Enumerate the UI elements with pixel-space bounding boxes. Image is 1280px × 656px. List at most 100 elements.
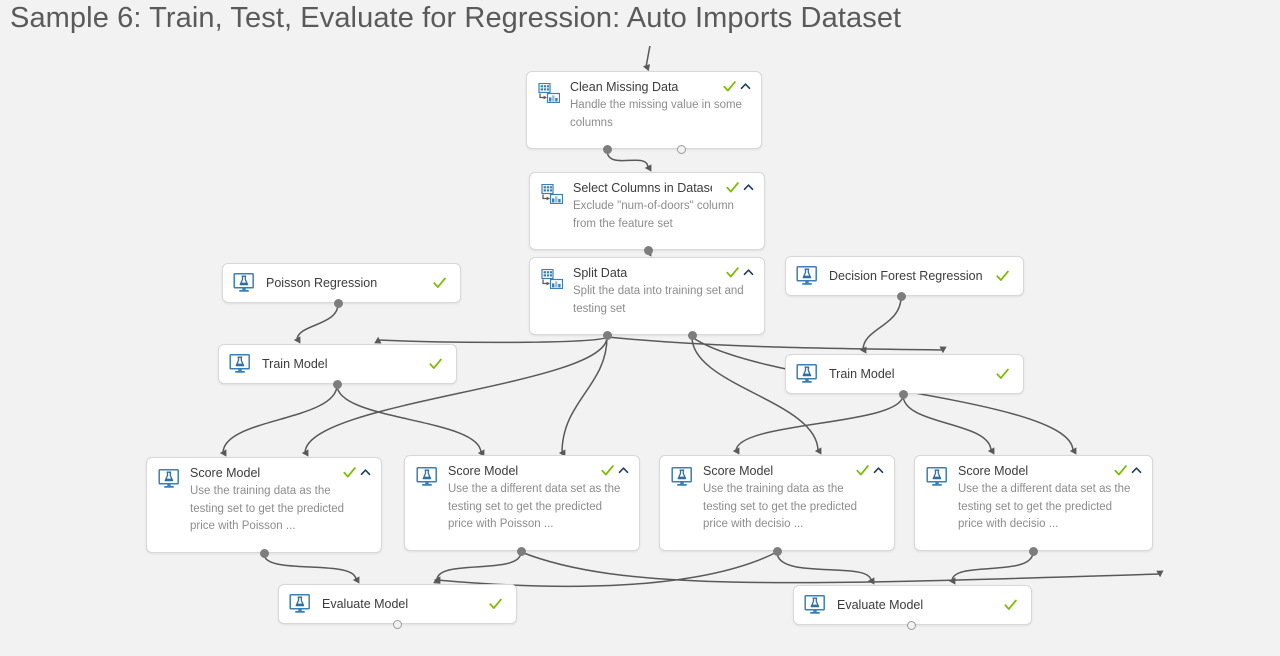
output-port[interactable]	[602, 330, 612, 340]
node-title: Select Columns in Dataset	[573, 181, 712, 195]
ml-algorithm-icon	[416, 467, 438, 487]
chevron-up-icon[interactable]	[873, 465, 884, 476]
node-status	[996, 270, 1009, 283]
node-status	[856, 464, 884, 477]
node-status	[1114, 464, 1142, 477]
output-port[interactable]	[772, 546, 782, 556]
edge-score-model-1-to-evaluate-model-left	[263, 553, 360, 584]
check-icon	[996, 270, 1009, 281]
edge-score-model-3-to-evaluate-model-right	[776, 551, 875, 585]
node-evaluate-model-left[interactable]: Evaluate Model	[278, 584, 517, 624]
edge-score-model-2-to-evaluate-model-left	[433, 551, 522, 584]
ml-algorithm-icon	[926, 467, 947, 486]
output-port[interactable]	[516, 546, 526, 556]
ml-algorithm-icon	[804, 595, 825, 614]
node-title: Evaluate Model	[322, 596, 409, 611]
chevron-up-icon[interactable]	[740, 81, 751, 92]
node-description: Split the data into training set and tes…	[573, 285, 744, 315]
ml-algorithm-icon	[796, 364, 818, 384]
check-icon	[726, 182, 739, 193]
node-status	[601, 464, 629, 477]
check-icon	[996, 368, 1009, 379]
node-description: Exclude "num-of-doors" column from the f…	[573, 200, 734, 230]
ml-algorithm-icon	[233, 273, 254, 292]
check-icon	[1004, 599, 1017, 610]
node-status	[429, 358, 442, 371]
chevron-up-icon[interactable]	[1131, 465, 1142, 476]
node-status	[1004, 599, 1017, 612]
node-status	[723, 80, 751, 93]
node-train-model-left[interactable]: Train Model	[218, 344, 457, 384]
check-icon	[429, 358, 442, 369]
output-port[interactable]	[643, 245, 653, 255]
edge-decision-forest-regression-to-train-model-right	[859, 296, 902, 354]
node-status	[489, 598, 502, 611]
chevron-up-icon[interactable]	[743, 267, 754, 278]
node-description: Use the training data as the testing set…	[190, 485, 345, 532]
edge-split-data-to-train-model-right	[606, 336, 947, 354]
edge-score-model-4-to-evaluate-model-right	[948, 551, 1034, 585]
node-description: Handle the missing value in some columns	[570, 99, 742, 129]
output-port[interactable]	[906, 620, 916, 630]
data-transform-icon	[541, 183, 564, 205]
node-poisson-regression[interactable]: Poisson Regression	[222, 263, 461, 303]
node-status	[433, 277, 446, 290]
output-port[interactable]	[392, 619, 402, 629]
check-icon	[723, 81, 736, 92]
data-transform-icon	[538, 82, 561, 104]
edge-split-data-to-score-model-2	[558, 336, 608, 457]
chevron-up-icon[interactable]	[743, 182, 754, 193]
output-port[interactable]	[676, 144, 686, 154]
node-train-model-right[interactable]: Train Model	[785, 354, 1024, 394]
ml-algorithm-icon	[233, 273, 255, 293]
node-status	[343, 466, 371, 479]
ml-algorithm-icon	[416, 467, 437, 486]
data-transform-icon	[538, 82, 561, 104]
chevron-up-icon[interactable]	[618, 465, 629, 476]
node-title: Poisson Regression	[266, 275, 378, 290]
data-transform-icon	[541, 268, 564, 290]
edge-clean-missing-data-to-select-columns-in-dataset	[606, 149, 652, 172]
output-port[interactable]	[687, 330, 697, 340]
ml-algorithm-icon	[796, 364, 817, 383]
ml-algorithm-icon	[158, 469, 180, 489]
node-status	[726, 266, 754, 279]
node-title: Train Model	[262, 356, 328, 371]
output-port[interactable]	[896, 291, 906, 301]
ml-algorithm-icon	[796, 266, 818, 286]
node-title: Train Model	[829, 366, 895, 381]
page-title: Sample 6: Train, Test, Evaluate for Regr…	[10, 2, 902, 34]
edge-poisson-regression-to-train-model-left	[293, 303, 339, 344]
output-port[interactable]	[602, 144, 612, 154]
node-title: Split Data	[573, 266, 628, 280]
check-icon	[489, 598, 502, 609]
ml-algorithm-icon	[804, 595, 826, 615]
data-transform-icon	[541, 268, 564, 290]
edge-train-model-left-to-score-model-2	[336, 384, 485, 457]
check-icon	[1114, 465, 1127, 476]
chevron-up-icon[interactable]	[360, 467, 371, 478]
node-evaluate-model-right[interactable]: Evaluate Model	[793, 585, 1032, 625]
output-port[interactable]	[259, 548, 269, 558]
node-title: Evaluate Model	[837, 597, 924, 612]
output-port[interactable]	[332, 379, 342, 389]
node-decision-forest-regression[interactable]: Decision Forest Regression	[785, 256, 1024, 296]
edge-train-model-left-to-score-model-1	[219, 384, 338, 457]
data-transform-icon	[541, 183, 564, 205]
edge-train-model-right-to-score-model-3	[732, 394, 904, 455]
ml-algorithm-icon	[289, 594, 310, 613]
check-icon	[726, 267, 739, 278]
check-icon	[856, 465, 869, 476]
output-port[interactable]	[898, 389, 908, 399]
node-title: Clean Missing Data	[570, 80, 679, 94]
output-port[interactable]	[333, 298, 343, 308]
output-port[interactable]	[1028, 546, 1038, 556]
